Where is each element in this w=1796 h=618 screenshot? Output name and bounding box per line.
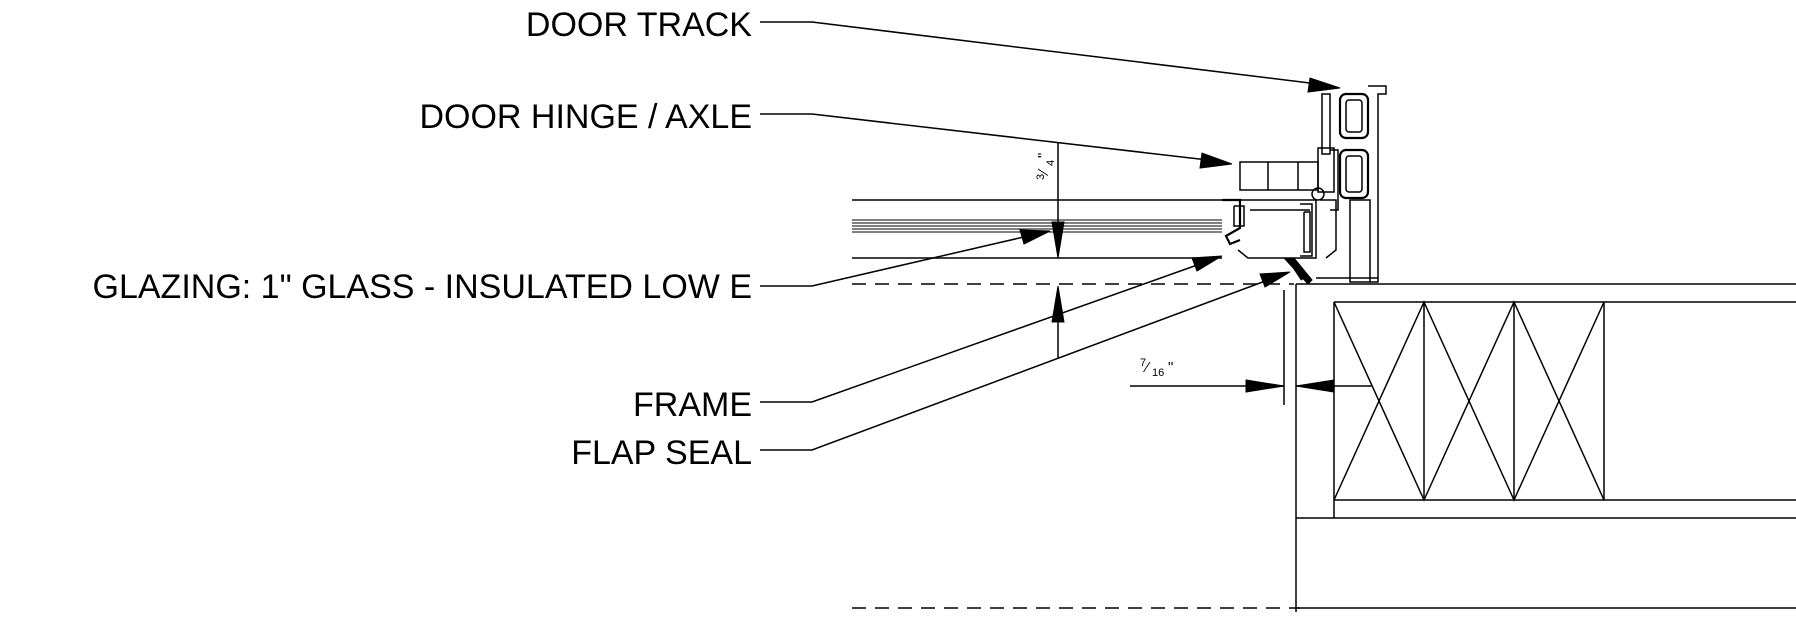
track-channel-upper-inner (1345, 99, 1363, 133)
arrowhead-door-track (1307, 77, 1341, 93)
dim-numerator: 3 (1035, 174, 1047, 180)
track-channel-lower (1338, 148, 1370, 200)
callout-frame: FRAME (633, 255, 1223, 424)
arrowhead-door-hinge (1199, 152, 1233, 169)
leader-glazing (760, 235, 1029, 287)
frame-leg (1300, 203, 1313, 257)
hinge-pivot (1311, 187, 1325, 201)
callout-door-hinge: DOOR HINGE / AXLE (419, 98, 1233, 169)
track-channel-lower-inner (1345, 155, 1363, 193)
leader-frame (760, 263, 1201, 403)
frame-extrusion (1222, 198, 1317, 259)
dim-text-glass-gap: 3 ⁄ 4 " (1035, 153, 1057, 180)
dim-arrow-left (1295, 379, 1335, 393)
glazing-unit (852, 199, 1222, 259)
dim-unit: " (1035, 153, 1052, 158)
label-flap-seal: FLAP SEAL (571, 434, 752, 472)
door-track (1316, 85, 1387, 283)
wood-blocking (1333, 300, 1605, 502)
dim-numerator: 7 (1140, 357, 1146, 369)
label-glazing: GLAZING: 1" GLASS - INSULATED LOW E (93, 268, 752, 306)
dim-arrow-right (1245, 379, 1285, 393)
frame-glass-pocket (1222, 198, 1242, 246)
hinge-axle (1239, 147, 1335, 201)
arrowhead-glazing (1019, 229, 1051, 245)
dim-slash: ⁄ (1142, 359, 1151, 376)
dim-denominator: 16 (1152, 367, 1164, 379)
track-channel-upper (1338, 92, 1370, 140)
dim-slash: ⁄ (1035, 168, 1052, 177)
frame-gasket (1233, 205, 1245, 227)
leader-flap-seal (760, 279, 1269, 451)
track-clip (1320, 199, 1337, 259)
track-leg (1349, 199, 1371, 283)
leader-door-hinge (760, 113, 1209, 161)
frame-leg-inner (1303, 211, 1311, 253)
hinge-block (1239, 161, 1319, 191)
frame-body (1237, 199, 1317, 259)
blocking-diagonals-b (1333, 300, 1605, 502)
callout-door-track: DOOR TRACK (526, 6, 1341, 93)
dimension-seal-gap: 7 ⁄ 16 " (1130, 290, 1372, 405)
dim-arrow-up (1051, 285, 1065, 323)
label-door-track: DOOR TRACK (526, 6, 752, 44)
dim-text-seal-gap: 7 ⁄ 16 " (1140, 357, 1173, 379)
label-frame: FRAME (633, 386, 752, 424)
dimension-glass-gap: 3 ⁄ 4 " (1035, 142, 1065, 358)
track-upright (1368, 85, 1387, 283)
label-door-hinge: DOOR HINGE / AXLE (419, 98, 752, 136)
curb-wall (1295, 283, 1796, 612)
flap-seal-body (1282, 257, 1313, 285)
leader-door-track (760, 21, 1319, 85)
callout-glazing: GLAZING: 1" GLASS - INSULATED LOW E (93, 229, 1051, 306)
flap-seal (1282, 257, 1313, 285)
dim-unit: " (1168, 359, 1173, 376)
dim-arrow-down (1051, 221, 1065, 259)
track-web-upper (1321, 93, 1331, 155)
track-web-lower (1330, 149, 1339, 211)
dim-denominator: 4 (1045, 160, 1057, 166)
hinge-plate (1317, 147, 1335, 193)
flap-seal-lip (1289, 261, 1303, 281)
arrowhead-frame (1191, 255, 1223, 272)
